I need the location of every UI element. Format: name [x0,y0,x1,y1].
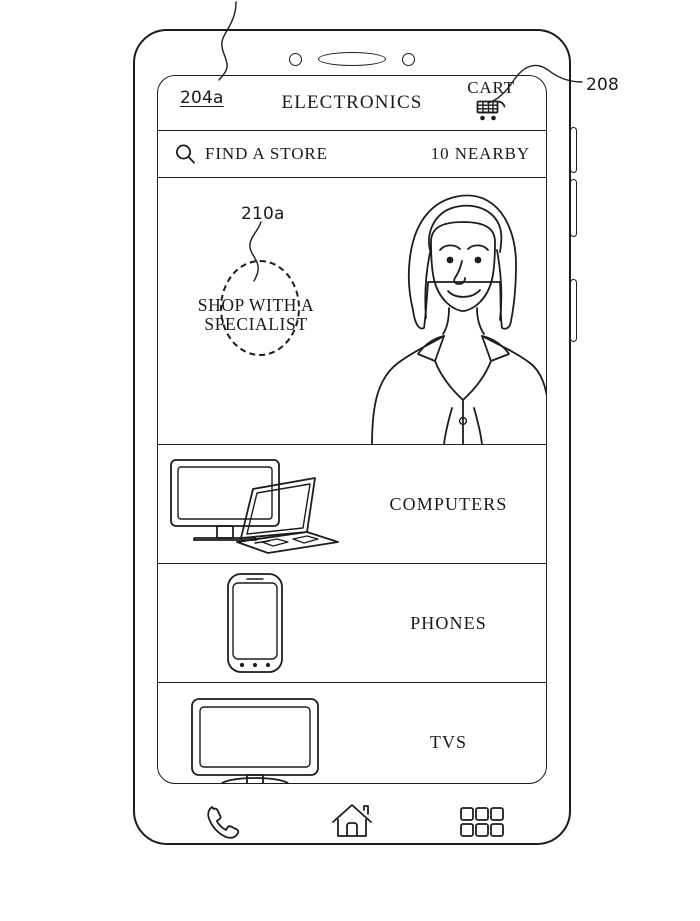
shop-with-a-specialist-label: SHOP WITH A SPECIALIST [197,295,315,334]
phone-nav-button[interactable] [184,799,260,845]
woman-specialist-portrait [371,194,546,444]
sensor-dot-right-icon [402,52,415,66]
nearby-count-label: 10 NEARBY [430,144,530,163]
category-label-computers: COMPUTERS [389,493,508,514]
earpiece-row [135,50,569,68]
phone-handset-icon [207,806,240,839]
tvs-illustration [158,683,351,783]
category-row-computers[interactable]: COMPUTERS [158,445,546,564]
app-bar: 204a ELECTRONICS CART [158,76,546,131]
shopping-cart-icon [476,100,506,121]
search-icon [176,144,195,164]
apps-grid-icon [460,807,504,837]
phone-screen: 204a ELECTRONICS CART [157,75,547,784]
television-icon [190,697,319,783]
phones-illustration [158,564,351,682]
category-row-tvs[interactable]: TVS [158,683,546,783]
home-icon [332,804,372,837]
computers-illustration [158,445,351,563]
cart-label: CART [467,78,515,97]
shop-with-a-specialist-card[interactable]: SHOP WITH A SPECIALIST [158,178,546,445]
desktop-and-laptop-computers-icon [169,459,339,554]
volume-up-button[interactable] [570,127,577,173]
apps-nav-button[interactable] [444,799,520,845]
screen-reference-204a: 204a [180,88,224,108]
category-label-tvs: TVS [429,732,468,752]
cart-button[interactable]: CART [460,79,522,123]
bottom-navigation-bar [157,796,547,848]
callout-208: 208 [586,75,620,95]
speaker-grille-icon [318,52,386,66]
volume-down-button[interactable] [570,179,577,237]
category-label-phones: PHONES [410,612,487,633]
home-nav-button[interactable] [314,799,390,845]
power-button[interactable] [570,279,577,342]
smartphone-icon [226,573,283,673]
sensor-dot-left-icon [289,52,302,66]
category-row-phones[interactable]: PHONES [158,564,546,683]
callout-210a: 210a [241,204,285,224]
page-title: ELECTRONICS [281,92,423,113]
find-a-store-row[interactable]: FIND A STORE 10 NEARBY [158,131,546,178]
phone-device-body: 204a ELECTRONICS CART [133,29,577,848]
find-a-store-label: FIND A STORE [205,144,328,163]
